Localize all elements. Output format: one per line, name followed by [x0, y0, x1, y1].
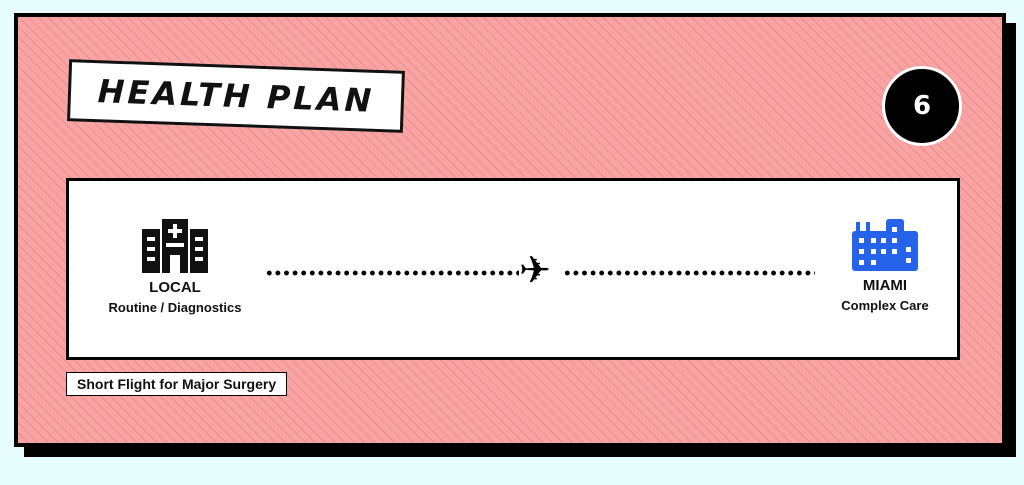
hospital-icon: [142, 219, 208, 273]
number-badge: 6: [882, 66, 962, 146]
origin-description: Routine / Diagnostics: [108, 300, 242, 315]
origin-name: LOCAL: [149, 279, 201, 296]
city-buildings-icon: [852, 219, 918, 271]
origin-location: LOCAL Routine / Diagnostics: [75, 219, 275, 315]
airplane-icon: ✈: [519, 250, 551, 292]
route-panel: LOCAL Routine / Diagnostics ✈: [66, 178, 960, 360]
route-line-left: [265, 270, 519, 276]
destination-location: MIAMI Complex Care: [785, 219, 985, 313]
page-title: HEALTH PLAN: [97, 72, 375, 120]
route-line-right: [563, 270, 815, 276]
destination-name: MIAMI: [862, 277, 908, 294]
title-label: HEALTH PLAN: [67, 59, 405, 133]
caption-label: Short Flight for Major Surgery: [66, 372, 288, 396]
health-plan-card: HEALTH PLAN 6 LOCAL Routine / Diagnostic…: [14, 13, 1006, 447]
destination-description: Complex Care: [841, 298, 929, 313]
